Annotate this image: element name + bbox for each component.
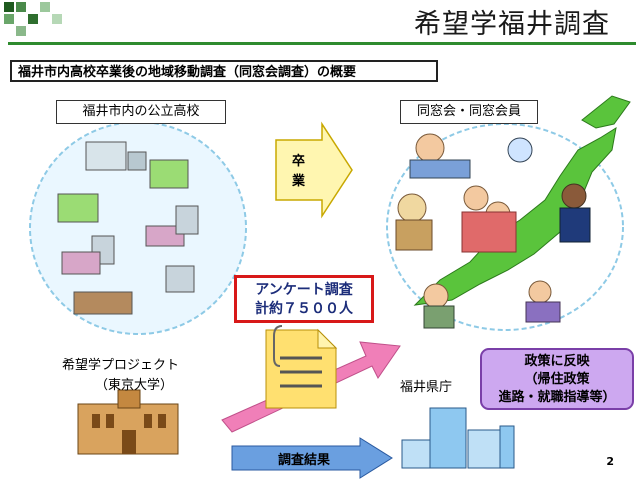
result-label: 調査結果	[278, 453, 331, 468]
university-building-icon	[77, 389, 179, 455]
deco-square	[4, 14, 14, 24]
prefectural-office-icon	[401, 407, 515, 469]
prefecture-label: 福井県庁	[400, 380, 453, 395]
alumni-people-icon	[395, 133, 591, 329]
schools-label: 福井市内の公立高校	[56, 100, 226, 124]
page-number: 2	[606, 455, 614, 468]
deco-square	[52, 14, 62, 24]
graduation-label-1: 卒	[292, 154, 306, 169]
survey-line-2: 計約７５００人	[255, 301, 353, 317]
project-name: 希望学プロジェクト	[62, 358, 180, 373]
survey-line-1: アンケート調査	[255, 282, 353, 298]
alumni-label: 同窓会・同窓会員	[400, 100, 538, 124]
document-icon	[265, 325, 338, 409]
policy-line-3: 進路・就職指導等）	[498, 390, 616, 405]
project-org: （東京大学）	[95, 378, 174, 393]
page-title: 希望学福井調査	[414, 9, 610, 40]
survey-box: アンケート調査 計約７５００人	[234, 275, 374, 323]
deco-square	[28, 14, 38, 24]
result-arrow	[231, 437, 393, 479]
deco-square	[16, 26, 26, 36]
school-building-icon	[57, 141, 199, 315]
title-rule	[8, 42, 636, 45]
deco-square	[40, 2, 50, 12]
deco-square	[16, 2, 26, 12]
deco-square	[4, 2, 14, 12]
policy-line-2: （帰住政策	[524, 372, 590, 387]
policy-box: 政策に反映 （帰住政策 進路・就職指導等）	[480, 348, 634, 410]
graduation-label-2: 業	[292, 174, 306, 189]
graduation-arrow	[275, 121, 353, 219]
policy-line-1: 政策に反映	[524, 354, 590, 369]
slide-subtitle: 福井市内高校卒業後の地域移動調査（同窓会調査）の概要	[10, 60, 438, 82]
